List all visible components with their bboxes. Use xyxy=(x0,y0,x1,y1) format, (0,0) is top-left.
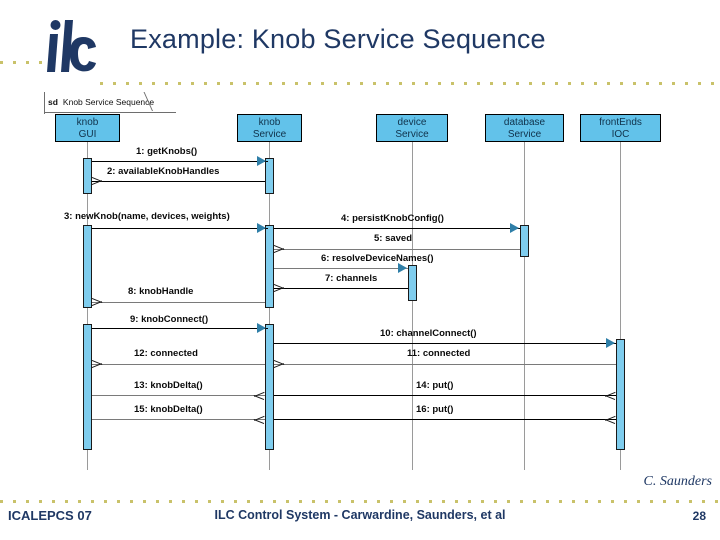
activation-knobService-1 xyxy=(265,158,274,194)
message-label-3: 3: newKnob(name, devices, weights) xyxy=(64,211,230,222)
lifeline-head-knobGUI[interactable]: knob GUI xyxy=(55,114,120,142)
author-credit: C. Saunders xyxy=(643,474,712,489)
activation-knobService-3 xyxy=(265,324,274,450)
message-label-7: 7: channels xyxy=(325,273,378,284)
message-arrow-8 xyxy=(90,297,103,308)
message-line-4 xyxy=(274,228,520,229)
frame-name-label: Knob Service Sequence xyxy=(62,97,155,107)
lifeline-deviceService-line2: Service xyxy=(395,129,429,140)
message-label-5: 5: saved xyxy=(374,233,413,244)
message-label-6: 6: resolveDeviceNames() xyxy=(321,253,434,264)
message-label-12: 12: connected xyxy=(134,348,198,359)
lifeline-stem-databaseService xyxy=(524,140,525,470)
message-line-11 xyxy=(274,364,616,365)
message-arrow-6 xyxy=(398,263,407,273)
frame-border xyxy=(44,92,45,114)
activation-knobGUI-1 xyxy=(83,158,92,194)
message-label-16: 16: put() xyxy=(416,404,454,415)
message-arrow-1 xyxy=(257,156,266,166)
activation-knobService-2 xyxy=(265,225,274,308)
message-label-13: 13: knobDelta() xyxy=(134,380,203,391)
message-label-2: 2: availableKnobHandles xyxy=(107,166,220,177)
message-line-12 xyxy=(92,364,265,365)
message-arrow-13 xyxy=(253,390,266,401)
lifeline-stem-deviceService xyxy=(412,140,413,470)
message-line-13 xyxy=(92,395,265,396)
message-line-2 xyxy=(92,181,265,182)
lifeline-knobGUI-line1: knob xyxy=(76,117,99,128)
message-line-8 xyxy=(92,302,265,303)
message-arrow-2 xyxy=(90,176,103,187)
message-arrow-15 xyxy=(253,414,266,425)
message-line-10 xyxy=(274,343,616,344)
message-arrow-16 xyxy=(604,414,617,425)
activation-frontEndsIOC-1 xyxy=(616,339,625,450)
frame-kind-label: sd xyxy=(48,97,58,107)
message-arrow-4 xyxy=(510,223,519,233)
message-line-1 xyxy=(92,161,268,162)
message-arrow-7 xyxy=(272,283,285,294)
lifeline-head-databaseService[interactable]: database Service xyxy=(485,114,564,142)
lifeline-knobService-line1: knob xyxy=(258,117,281,128)
message-arrow-10 xyxy=(606,338,615,348)
message-line-9 xyxy=(92,328,268,329)
footer-conference: ICALEPCS 07 xyxy=(8,508,92,523)
message-label-8: 8: knobHandle xyxy=(128,286,194,297)
message-arrow-12 xyxy=(90,359,103,370)
lifeline-databaseService-line2: Service xyxy=(507,129,542,140)
message-line-16 xyxy=(274,419,616,420)
message-arrow-11 xyxy=(272,359,285,370)
lifeline-knobGUI-line2: GUI xyxy=(78,129,97,140)
lifeline-head-deviceService[interactable]: device Service xyxy=(376,114,448,142)
activation-databaseService-1 xyxy=(520,225,529,257)
message-label-11: 11: connected xyxy=(407,348,471,359)
lifeline-knobService-line2: Service xyxy=(252,129,287,140)
page-title: Example: Knob Service Sequence xyxy=(130,24,546,54)
footer-page-number: 28 xyxy=(692,509,706,523)
message-line-14 xyxy=(274,395,616,396)
message-arrow-3 xyxy=(257,223,266,233)
message-line-6 xyxy=(274,268,408,269)
message-label-14: 14: put() xyxy=(416,380,454,391)
footer-dotted-rule xyxy=(0,500,720,503)
message-label-4: 4: persistKnobConfig() xyxy=(341,213,444,224)
activation-deviceService-1 xyxy=(408,265,417,301)
lifeline-head-knobService[interactable]: knob Service xyxy=(237,114,302,142)
sequence-diagram: sd Knob Service Sequence knob GUI knob S… xyxy=(44,92,684,470)
message-arrow-5 xyxy=(272,244,285,255)
footer-title: ILC Control System - Carwardine, Saunder… xyxy=(214,508,506,522)
message-label-1: 1: getKnobs() xyxy=(136,146,198,157)
activation-knobGUI-3 xyxy=(83,324,92,450)
message-arrow-9 xyxy=(257,323,266,333)
message-label-9: 9: knobConnect() xyxy=(130,314,209,325)
header-dotted-rule-left xyxy=(0,61,48,64)
message-line-7 xyxy=(274,288,408,289)
lifeline-frontEndsIOC-line1: frontEnds xyxy=(599,117,642,128)
message-line-5 xyxy=(274,249,520,250)
message-arrow-14 xyxy=(604,390,617,401)
ilc-logo-icon xyxy=(47,20,96,72)
header-dotted-rule-right xyxy=(100,82,720,85)
lifeline-stem-frontEndsIOC xyxy=(620,140,621,470)
lifeline-frontEndsIOC-line2: IOC xyxy=(611,129,630,140)
message-line-15 xyxy=(92,419,265,420)
lifeline-databaseService-line1: database xyxy=(503,117,546,128)
lifeline-deviceService-line1: device xyxy=(397,117,427,128)
lifeline-head-frontEndsIOC[interactable]: frontEnds IOC xyxy=(580,114,661,142)
frame-tab: sd Knob Service Sequence xyxy=(44,92,177,113)
message-label-10: 10: channelConnect() xyxy=(380,328,477,339)
activation-knobGUI-2 xyxy=(83,225,92,308)
message-line-3 xyxy=(92,228,268,229)
message-label-15: 15: knobDelta() xyxy=(134,404,203,415)
